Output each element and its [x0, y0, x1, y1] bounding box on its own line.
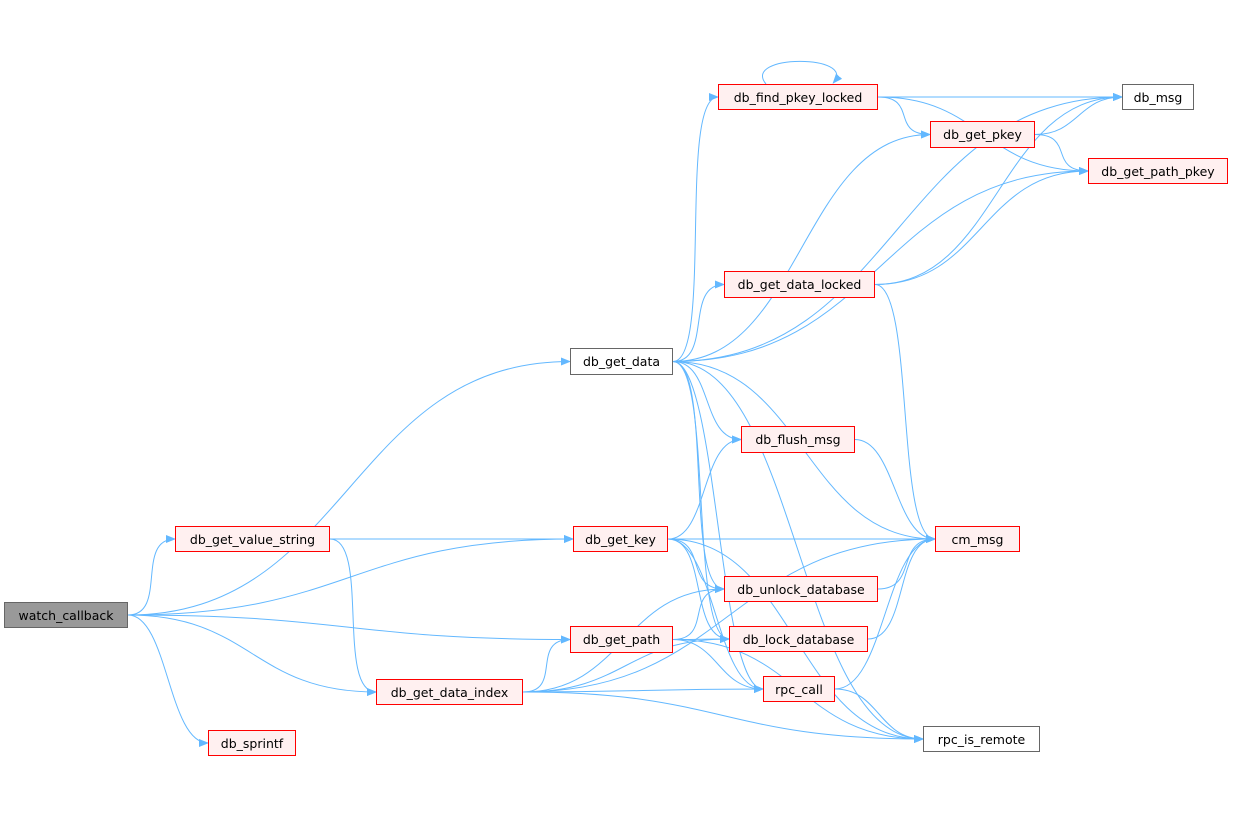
edge-db_get_data_index-to-db_lock_database: [522, 635, 730, 693]
edge-db_get_data-to-db_msg: [672, 93, 1123, 362]
node-watch-callback[interactable]: watch_callback: [4, 602, 128, 628]
edge-db_get_data-to-db_get_data_locked: [672, 280, 725, 362]
node-db-get-path-pkey[interactable]: db_get_path_pkey: [1088, 158, 1228, 184]
edge-watch_callback-to-db_get_data_index: [127, 614, 377, 696]
edge-db_get_data-to-db_unlock_database: [672, 361, 725, 593]
edge-db_get_path-to-db_unlock_database: [672, 585, 725, 640]
node-db-get-path[interactable]: db_get_path: [570, 626, 673, 653]
edge-db_find_pkey_locked-to-db_find_pkey_locked: [762, 60, 843, 85]
edge-db_get_data_locked-to-db_get_path_pkey: [874, 167, 1089, 285]
node-db-find-pkey-locked[interactable]: db_find_pkey_locked: [718, 84, 878, 110]
edge-watch_callback-to-db_get_value_string: [127, 535, 176, 616]
edge-db_get_key-to-rpc_call: [667, 538, 764, 693]
edge-db_get_data_index-to-cm_msg: [522, 535, 936, 693]
edge-db_get_data_locked-to-cm_msg: [874, 284, 936, 543]
edge-db_get_value_string-to-db_get_data_index: [329, 538, 377, 696]
edge-db_unlock_database-to-cm_msg: [877, 535, 936, 590]
edge-watch_callback-to-db_get_path: [127, 614, 571, 644]
edge-db_get_key-to-db_unlock_database: [667, 538, 725, 593]
edge-db_get_key-to-db_flush_msg: [667, 435, 742, 540]
node-cm-msg[interactable]: cm_msg: [935, 526, 1020, 552]
edge-db_get_pkey-to-db_msg: [1034, 93, 1123, 135]
edge-db_get_key-to-db_lock_database: [667, 538, 730, 643]
edge-db_get_data-to-db_flush_msg: [672, 361, 742, 444]
edge-db_get_path-to-rpc_call: [672, 639, 764, 693]
edge-db_lock_database-to-cm_msg: [867, 535, 936, 640]
node-db-get-pkey[interactable]: db_get_pkey: [930, 121, 1035, 148]
node-db-sprintf[interactable]: db_sprintf: [208, 730, 296, 756]
node-rpc-call[interactable]: rpc_call: [763, 676, 835, 702]
node-db-flush-msg[interactable]: db_flush_msg: [741, 426, 855, 453]
edge-db_flush_msg-to-cm_msg: [854, 439, 936, 543]
edge-db_get_data-to-db_get_path_pkey: [672, 167, 1089, 362]
node-db-lock-database[interactable]: db_lock_database: [729, 626, 868, 652]
node-db-msg[interactable]: db_msg: [1122, 84, 1194, 110]
node-db-get-data-index[interactable]: db_get_data_index: [376, 679, 523, 705]
edge-db_get_data_index-to-db_get_path: [522, 635, 571, 693]
edge-db_get_pkey-to-db_get_path_pkey: [1034, 134, 1089, 175]
node-rpc-is-remote[interactable]: rpc_is_remote: [923, 726, 1040, 752]
edge-db_get_data-to-rpc_is_remote: [672, 361, 924, 743]
node-db-unlock-database[interactable]: db_unlock_database: [724, 576, 878, 602]
edge-db_get_data-to-db_get_pkey: [672, 130, 931, 362]
node-db-get-data-locked[interactable]: db_get_data_locked: [724, 271, 875, 298]
edge-watch_callback-to-db_get_data: [127, 357, 571, 616]
edge-rpc_call-to-cm_msg: [834, 535, 936, 690]
edge-db_get_data_index-to-rpc_is_remote: [522, 691, 924, 743]
edge-db_get_data_locked-to-db_msg: [874, 93, 1123, 285]
edge-db_get_data_index-to-rpc_call: [522, 685, 764, 694]
node-db-get-key[interactable]: db_get_key: [573, 526, 668, 552]
edge-rpc_call-to-rpc_is_remote: [834, 688, 924, 743]
edge-db_get_data-to-rpc_call: [672, 361, 764, 693]
node-db-get-data[interactable]: db_get_data: [570, 348, 673, 375]
edge-db_find_pkey_locked-to-db_get_pkey: [877, 96, 931, 139]
edge-db_get_data-to-db_find_pkey_locked: [672, 93, 719, 362]
edge-watch_callback-to-db_sprintf: [127, 614, 209, 747]
node-db-get-value-string[interactable]: db_get_value_string: [175, 526, 330, 552]
